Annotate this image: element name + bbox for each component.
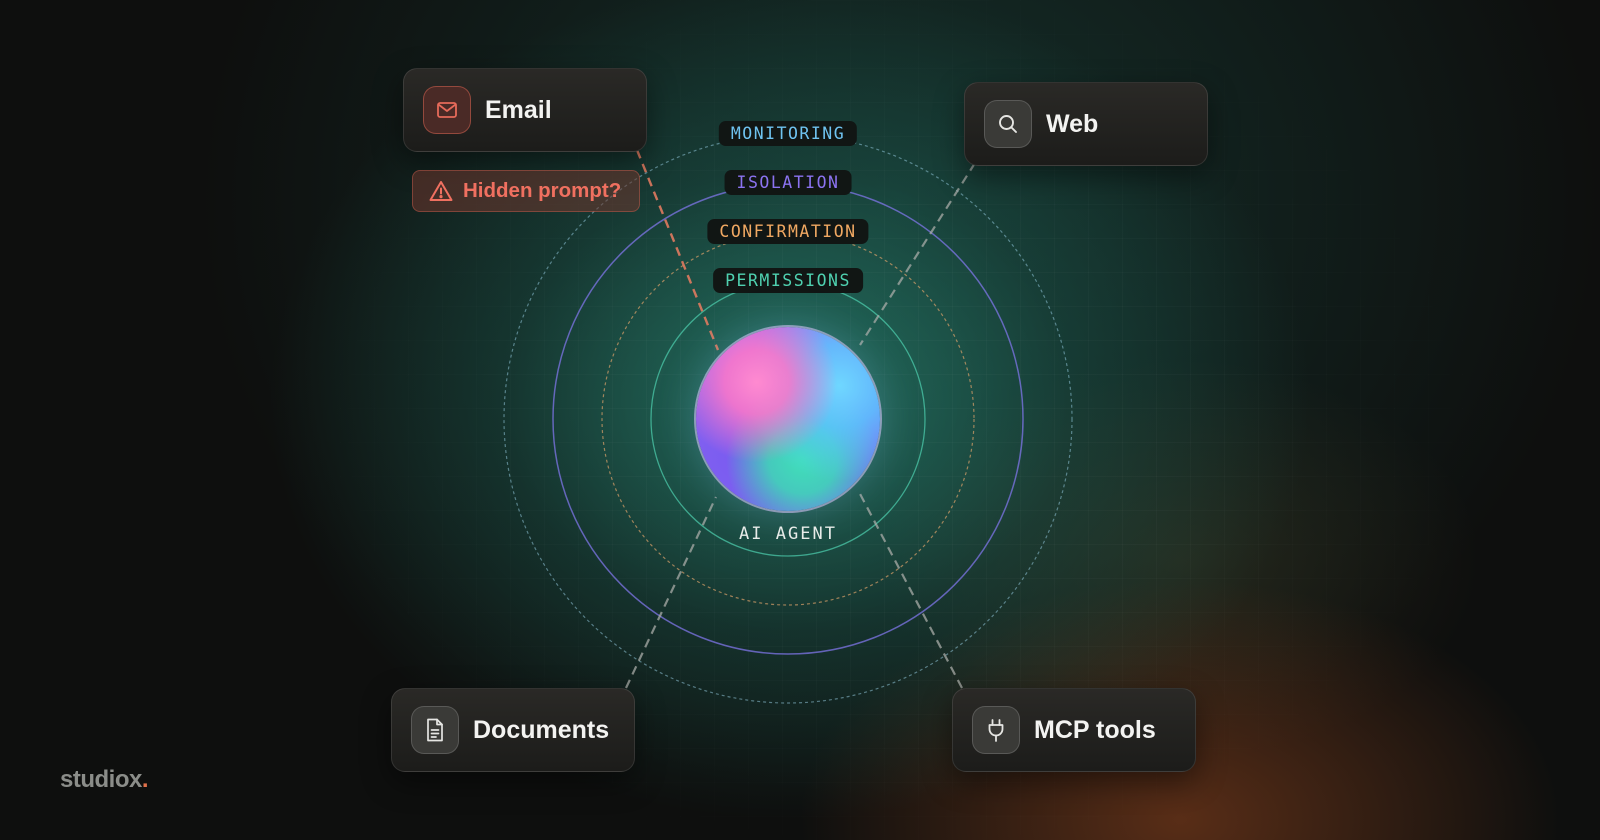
hidden-prompt-warning: Hidden prompt?: [412, 170, 640, 212]
source-label-mcp-tools: MCP tools: [1034, 715, 1156, 744]
mail-icon: [423, 86, 471, 134]
brand-name: studiox: [60, 766, 142, 793]
warning-label: Hidden prompt?: [463, 179, 622, 202]
source-card-mcp-tools[interactable]: MCP tools: [952, 688, 1196, 772]
warning-triangle-icon: [429, 181, 453, 201]
ring-monitoring: [503, 134, 1073, 704]
plug-icon: [972, 706, 1020, 754]
search-icon: [984, 100, 1032, 148]
connector-email: [635, 149, 720, 351]
layer-label-confirmation: CONFIRMATION: [707, 219, 869, 244]
document-icon: [411, 706, 459, 754]
brand-dot: .: [141, 766, 149, 793]
ai-agent-orb: [696, 327, 880, 511]
source-label-email: Email: [485, 95, 552, 124]
layer-label-isolation: ISOLATION: [724, 170, 852, 195]
connector-web: [859, 162, 976, 346]
connector-mcp: [857, 489, 963, 689]
source-label-documents: Documents: [473, 715, 610, 744]
source-label-web: Web: [1046, 109, 1099, 138]
source-card-documents[interactable]: Documents: [391, 688, 635, 772]
source-card-email[interactable]: Email: [403, 68, 647, 152]
brand-logo: studiox.: [60, 766, 149, 794]
source-card-web[interactable]: Web: [964, 82, 1208, 166]
layer-label-monitoring: MONITORING: [718, 121, 858, 146]
ai-agent-label: AI AGENT: [739, 524, 837, 544]
connector-documents: [625, 496, 717, 689]
layer-label-permissions: PERMISSIONS: [713, 268, 863, 293]
